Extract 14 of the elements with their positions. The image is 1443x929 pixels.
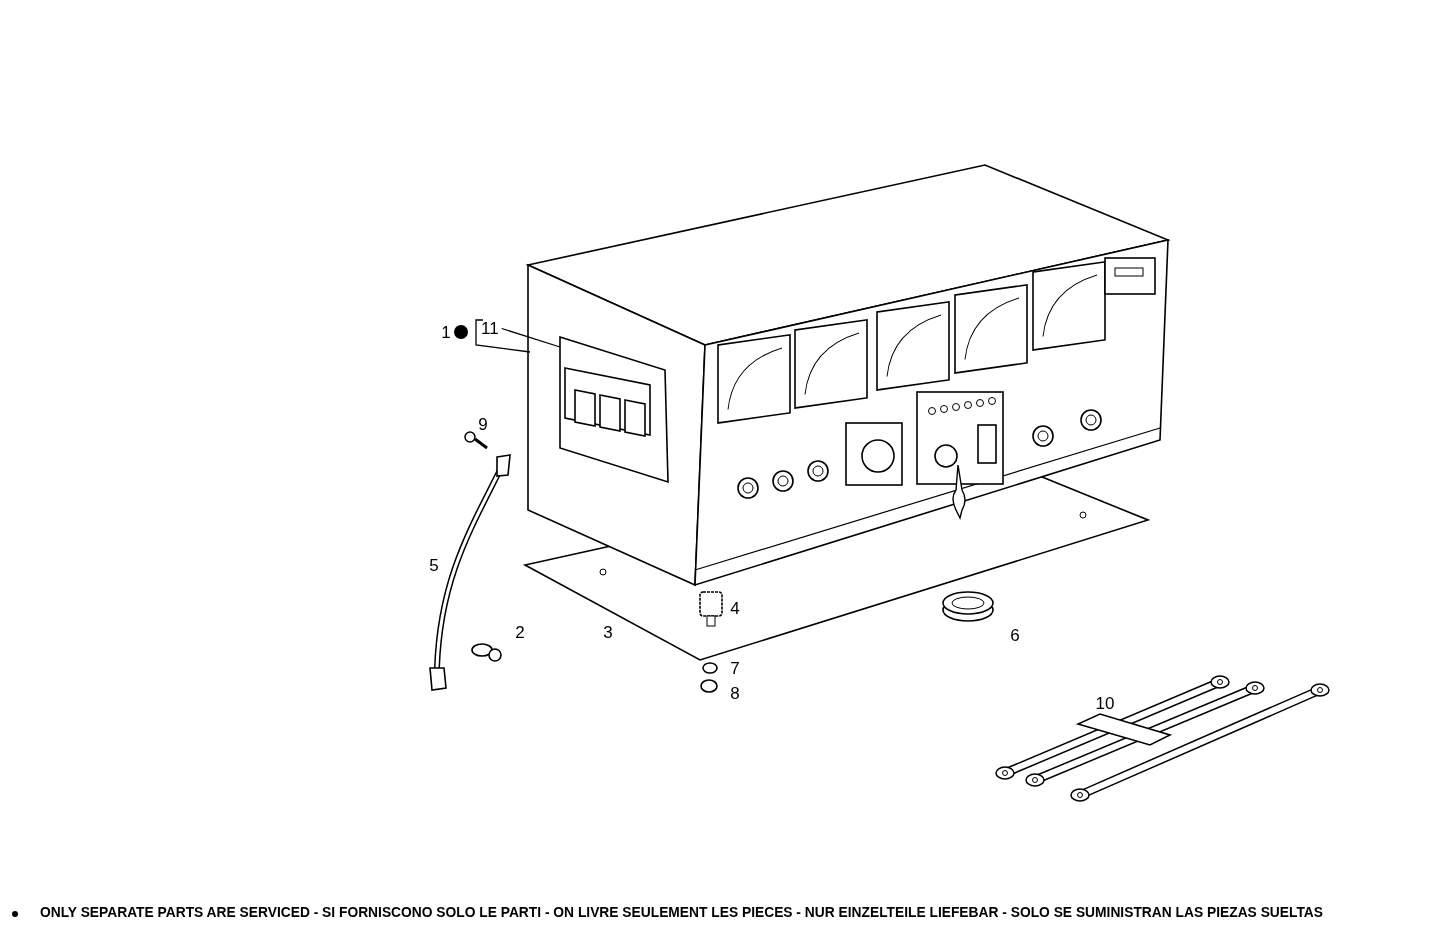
callout-number: 1: [441, 323, 451, 341]
callout-number: 9: [478, 415, 488, 433]
callout-number: 11: [481, 320, 499, 337]
callout-number: 5: [429, 556, 439, 574]
callout-number: 7: [730, 659, 740, 677]
callout-number: 6: [1010, 626, 1020, 644]
leader-line: [501, 327, 561, 348]
callout-number: 10: [1095, 694, 1115, 712]
callout-number: 8: [730, 684, 740, 702]
footnote: ONLY SEPARATE PARTS ARE SERVICED - SI FORNISCONO SOLO LE PARTI - ON LIVRE SEULEMENT LES PIECES - NUR EINZELTEILE LIEFEBAR - SOLO SE SUMINISTRAN LAS PIEZAS SUELTAS: [40, 905, 1323, 922]
callout-number: 2: [515, 623, 525, 641]
callout-number: 4: [730, 599, 740, 617]
callout-number: 3: [603, 623, 613, 641]
battery-switch-drawing: [559, 335, 669, 484]
